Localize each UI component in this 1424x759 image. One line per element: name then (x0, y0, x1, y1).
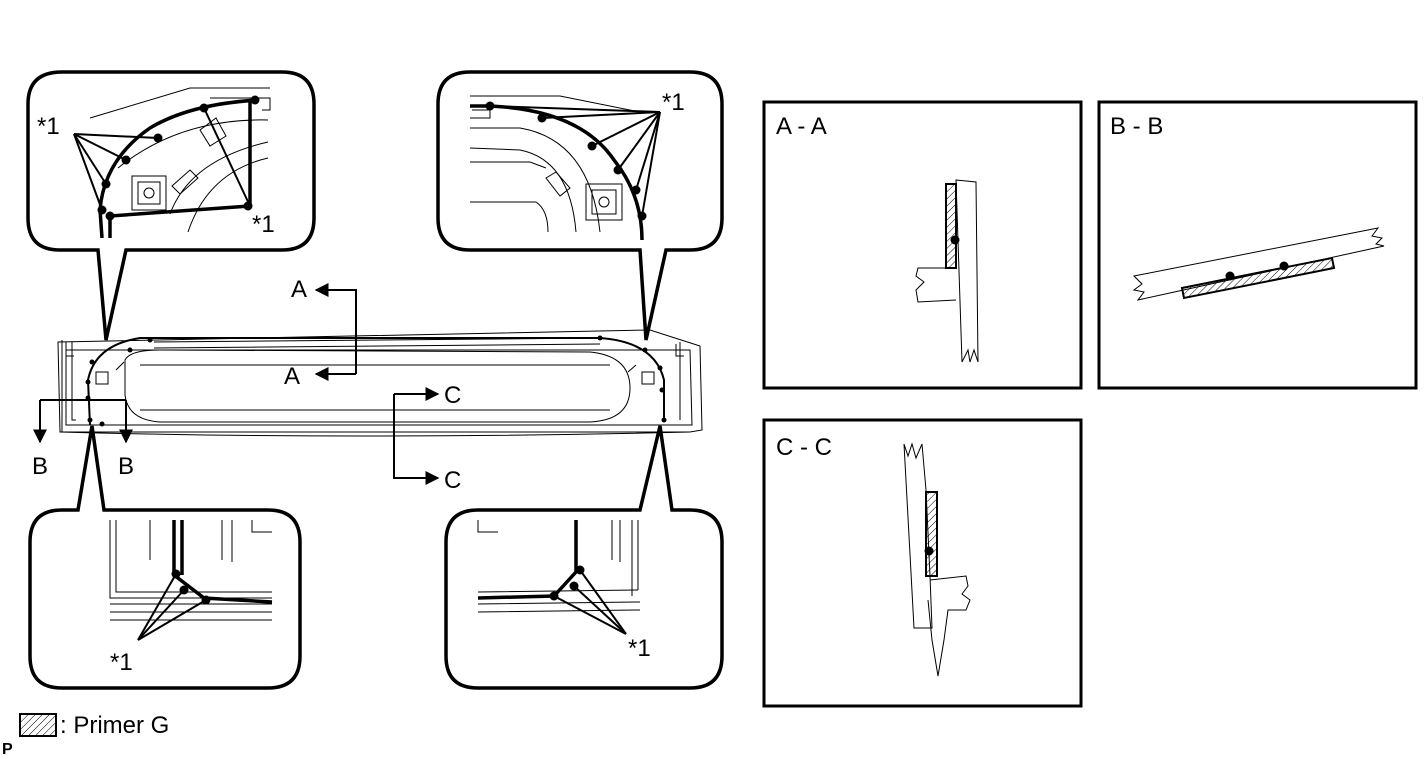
bead-points (85, 335, 667, 427)
star1-label-bottom-right: *1 (628, 635, 651, 662)
section-label-b-right: B (118, 453, 134, 480)
section-bb-title: B - B (1110, 113, 1163, 140)
section-label-a-bottom: A (284, 363, 300, 390)
section-panel-bb (1097, 100, 1418, 390)
callout-top-left (26, 70, 316, 341)
star1-label-top-left-a: *1 (37, 113, 60, 140)
back-window-assembly (57, 329, 703, 437)
section-label-b-left: B (32, 453, 48, 480)
legend-text: : Primer G (60, 712, 169, 739)
callout-bottom-left (28, 425, 302, 690)
section-label-a-top: A (291, 276, 307, 303)
star1-label-top-right: *1 (662, 89, 685, 116)
legend-prefix: P (2, 741, 13, 758)
section-panel-aa (762, 100, 1083, 390)
star1-label-bottom-left: *1 (110, 649, 133, 676)
primer-g-swatch-icon (19, 713, 57, 737)
callout-bottom-right (444, 425, 724, 690)
section-aa-title: A - A (776, 113, 827, 140)
section-arrows (33, 283, 440, 485)
star1-label-top-left-b: *1 (252, 211, 275, 238)
section-label-c-bottom: C (444, 467, 461, 494)
section-cc-title: C - C (776, 434, 832, 461)
section-panel-cc (762, 418, 1083, 708)
section-label-c-top: C (444, 382, 461, 409)
callout-top-right (436, 70, 724, 341)
legend (19, 713, 57, 737)
